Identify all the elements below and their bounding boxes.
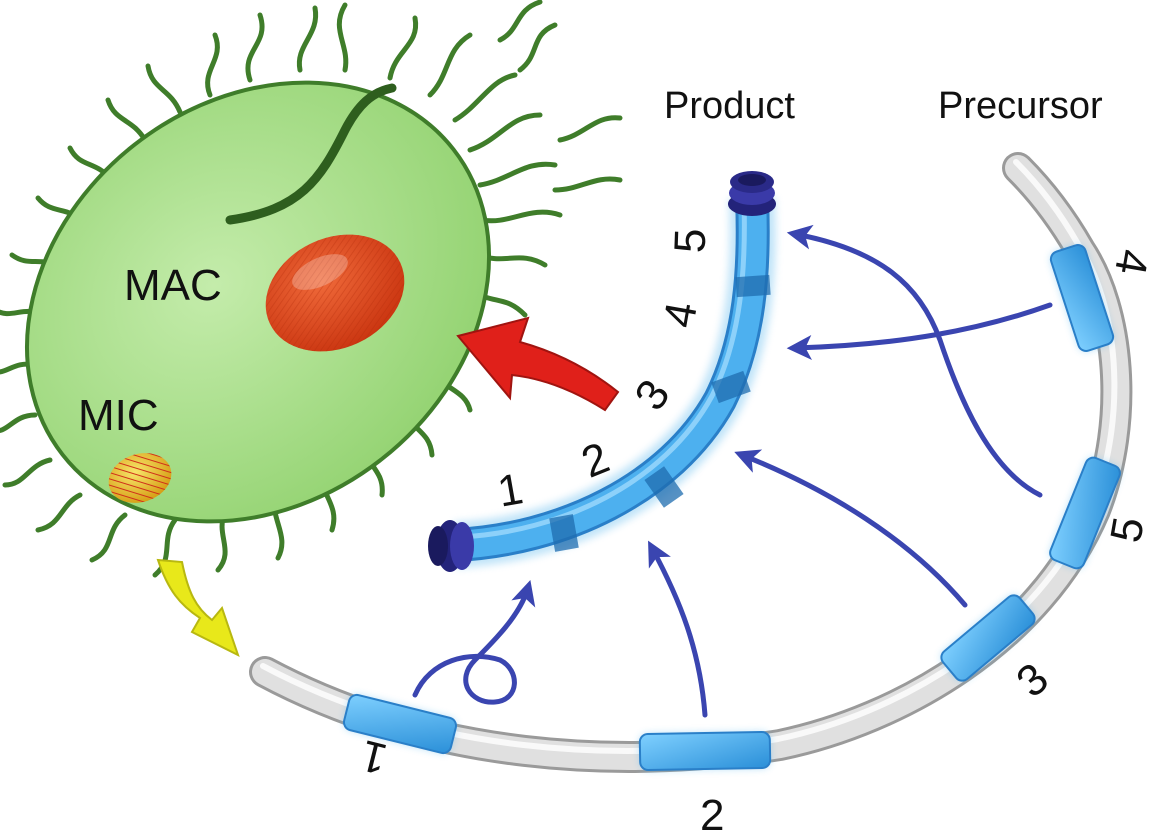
precursor-segment-3 [940, 594, 1036, 682]
product-number-3: 3 [625, 371, 679, 419]
precursor-number-1: 1 [356, 730, 392, 783]
product-junctions [549, 274, 771, 552]
arrow-segment-1 [412, 580, 536, 705]
arrow-segment-2 [648, 540, 708, 718]
rearrangement-arrows [412, 224, 1053, 718]
product-cap-left [428, 520, 474, 572]
arrow-segment-4 [786, 302, 1053, 361]
product-number-2: 2 [575, 433, 616, 488]
product-number-5: 5 [666, 228, 716, 254]
precursor-segment-2 [638, 731, 772, 771]
oral-groove [225, 83, 397, 225]
product-cap-top [728, 171, 776, 216]
product-number-1: 1 [494, 464, 527, 517]
precursor-number-5: 5 [1101, 514, 1154, 547]
precursor-segment-5 [1049, 456, 1121, 570]
ciliate-cell [25, 80, 491, 524]
precursor-number-4: 4 [1105, 246, 1158, 279]
mac-nucleus [265, 234, 405, 352]
mic-nucleus [108, 453, 172, 503]
precursor-number-3: 3 [1007, 654, 1057, 707]
precursor-segment-4 [1049, 244, 1115, 352]
precursor-segments [342, 244, 1121, 771]
precursor-segment-1 [342, 693, 458, 755]
arrow-segment-5 [786, 224, 1043, 498]
red-arrow [456, 316, 620, 412]
product-tube [453, 197, 776, 568]
product-header: Product [664, 85, 795, 127]
precursor-number-2: 2 [700, 791, 724, 833]
mac-label: MAC [124, 261, 222, 310]
product-number-4: 4 [654, 299, 707, 332]
precursor-header: Precursor [938, 85, 1103, 127]
mic-label: MIC [78, 391, 159, 440]
yellow-arrow [156, 558, 240, 657]
arrow-segment-3 [734, 449, 968, 608]
